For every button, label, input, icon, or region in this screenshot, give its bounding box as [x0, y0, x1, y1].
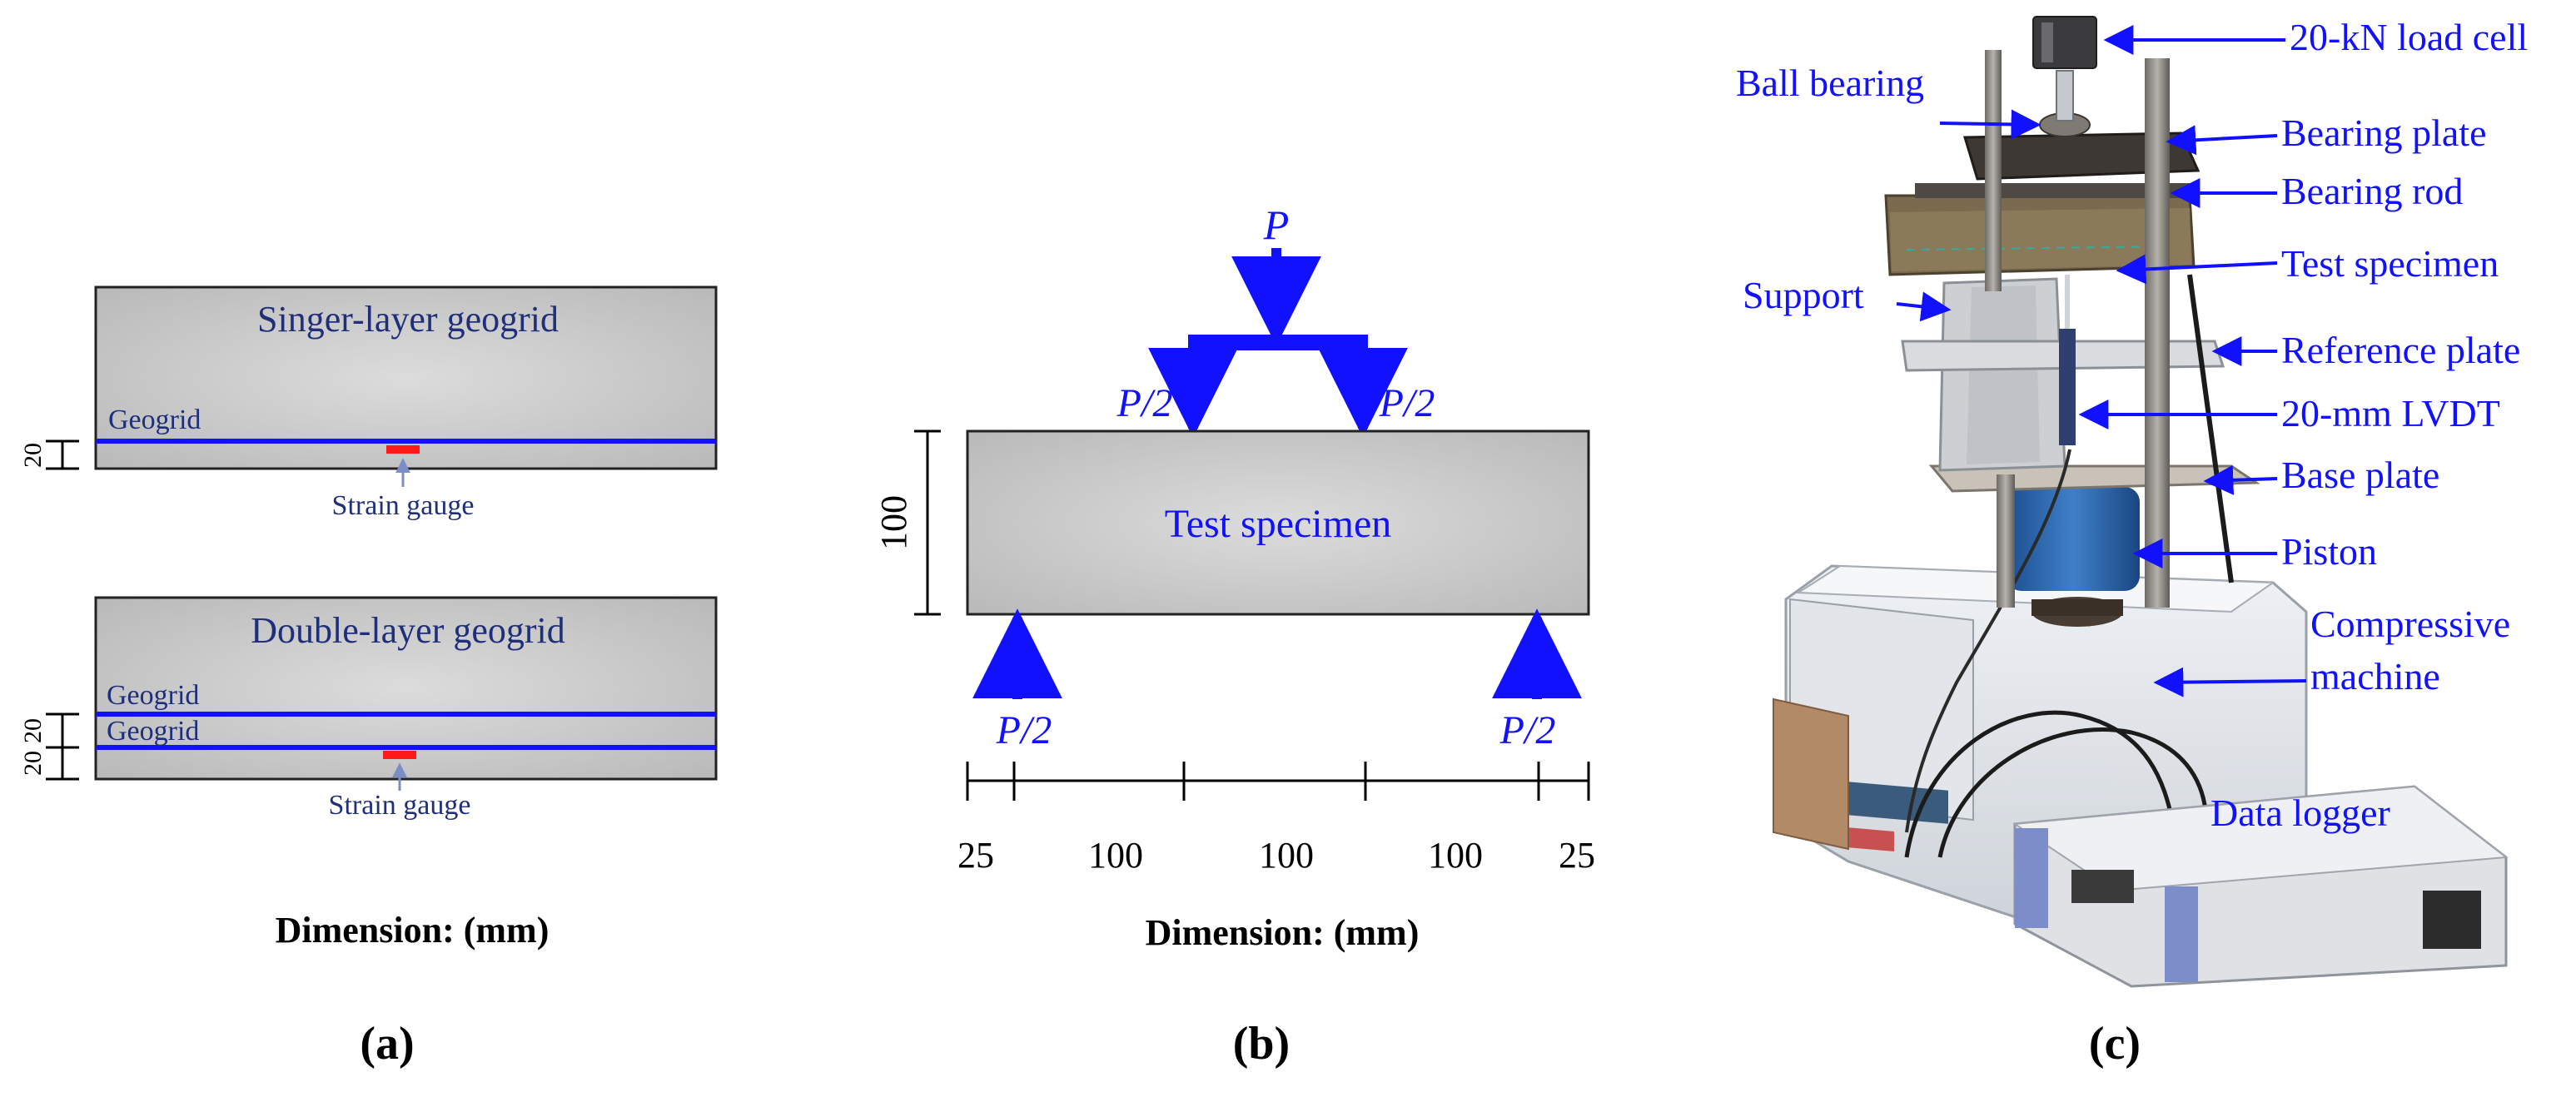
test-specimen-label: Test specimen — [1165, 502, 1392, 546]
load-p-label: P — [1263, 201, 1290, 248]
left-lower-column — [1997, 474, 2015, 608]
panel-c-caption: (c) — [2089, 1018, 2141, 1070]
machine-display — [1848, 782, 1948, 824]
data-logger-right-end — [2165, 886, 2198, 982]
single-strain-gauge — [386, 445, 420, 454]
machine-base-block — [1773, 697, 1849, 851]
compressive-arrow — [2153, 667, 2307, 697]
single-dim-marker — [46, 439, 79, 470]
test-specimen-beam — [966, 429, 1590, 616]
span-dim-0: 25 — [957, 835, 994, 876]
single-layer-specimen: Singer-layer geogrid Geogrid Strain gaug… — [19, 285, 718, 521]
ball-bearing-arrow — [1939, 109, 2041, 140]
single-layer-beam — [94, 285, 718, 470]
panel-a-caption: (a) — [360, 1018, 414, 1070]
double-dim-bottom-label: 20 — [19, 751, 47, 776]
data-logger-terminal — [2423, 891, 2481, 949]
double-gauge-label: Strain gauge — [329, 790, 471, 821]
data-logger-top — [2012, 785, 2509, 892]
panel-b: P P/2 P/2 Test specimen 100 P/2 P/2 — [873, 201, 1595, 1070]
reference-plate-label: Reference plate — [2281, 329, 2520, 371]
piston-base-disc-side — [2031, 599, 2123, 616]
lvdt-label: 20-mm LVDT — [2281, 392, 2500, 434]
data-logger-label: Data logger — [2210, 792, 2390, 834]
data-logger-slot — [2071, 870, 2134, 903]
span-dim-2: 100 — [1259, 835, 1314, 876]
spreader-beam — [1188, 335, 1368, 350]
reaction-left-label: P/2 — [996, 708, 1052, 752]
lvdt-body — [2059, 329, 2076, 445]
bearing-plate — [1962, 132, 2201, 181]
load-half-right-label: P/2 — [1379, 381, 1435, 425]
compressive-label-2: machine — [2310, 655, 2440, 697]
ball-bearing-label: Ball bearing — [1736, 62, 1924, 104]
test-specimen-arrow — [2116, 254, 2278, 285]
height-dim-marker — [914, 429, 941, 616]
right-column-rod — [2145, 58, 2170, 608]
double-strain-gauge — [383, 751, 416, 759]
logger-cable-2 — [1937, 727, 2209, 858]
double-geogrid-bottom-label: Geogrid — [107, 716, 199, 747]
load-cell-highlight — [2041, 22, 2053, 62]
panel-c-annotations: 20-kN load cell Ball bearing Bearing pla… — [1736, 16, 2528, 1070]
single-geogrid-label: Geogrid — [108, 405, 201, 435]
panel-b-dimension-note: Dimension: (mm) — [1146, 912, 1420, 953]
panel-c: 20-kN load cell Ball bearing Bearing pla… — [1736, 16, 2528, 1070]
single-layer-title: Singer-layer geogrid — [257, 299, 559, 340]
double-layer-title: Double-layer geogrid — [251, 610, 565, 651]
height-dim-label: 100 — [873, 495, 914, 550]
piston-label: Piston — [2281, 530, 2377, 573]
span-dim-line — [966, 762, 1590, 801]
left-column-rod — [1985, 50, 2002, 291]
double-layer-specimen: Double-layer geogrid Geogrid Geogrid Str… — [19, 596, 718, 821]
support-arrow — [1896, 291, 1952, 322]
support-label: Support — [1743, 274, 1864, 316]
span-dim-1: 100 — [1088, 835, 1143, 876]
double-dim-marker — [46, 712, 79, 781]
right-rear-cable — [2187, 274, 2234, 583]
load-cell-stem — [2056, 70, 2074, 122]
load-cell-label: 20-kN load cell — [2290, 16, 2528, 58]
lvdt-cable — [1905, 449, 2071, 833]
span-dim-3: 100 — [1428, 835, 1483, 876]
piston-cylinder — [2007, 487, 2140, 591]
machine-keypad — [1844, 826, 1894, 852]
bearing-plate-arrow — [2166, 125, 2278, 156]
bearing-plate-label: Bearing plate — [2281, 112, 2487, 154]
single-dim-label: 20 — [19, 443, 47, 468]
base-plate-arrow — [2203, 464, 2278, 495]
bearing-rod-label: Bearing rod — [2281, 170, 2463, 212]
double-geogrid-top-label: Geogrid — [107, 680, 199, 711]
support-frame-inner — [1967, 285, 2040, 464]
compressive-label-1: Compressive — [2310, 603, 2510, 645]
test-specimen-photo-label: Test specimen — [2281, 242, 2499, 285]
reaction-right-label: P/2 — [1499, 708, 1556, 752]
logger-cable-1 — [1904, 710, 2176, 858]
apparatus-photo — [1773, 16, 2509, 988]
panel-a: Singer-layer geogrid Geogrid Strain gaug… — [19, 285, 718, 1070]
double-dim-top-label: 20 — [19, 718, 47, 743]
panel-b-caption: (b) — [1233, 1018, 1290, 1070]
span-dim-4: 25 — [1559, 835, 1595, 876]
load-half-left-label: P/2 — [1116, 381, 1173, 425]
base-plate-label: Base plate — [2281, 454, 2439, 496]
data-logger-left-end — [2015, 828, 2048, 928]
single-gauge-label: Strain gauge — [332, 490, 475, 521]
panel-a-dimension-note: Dimension: (mm) — [276, 910, 550, 951]
